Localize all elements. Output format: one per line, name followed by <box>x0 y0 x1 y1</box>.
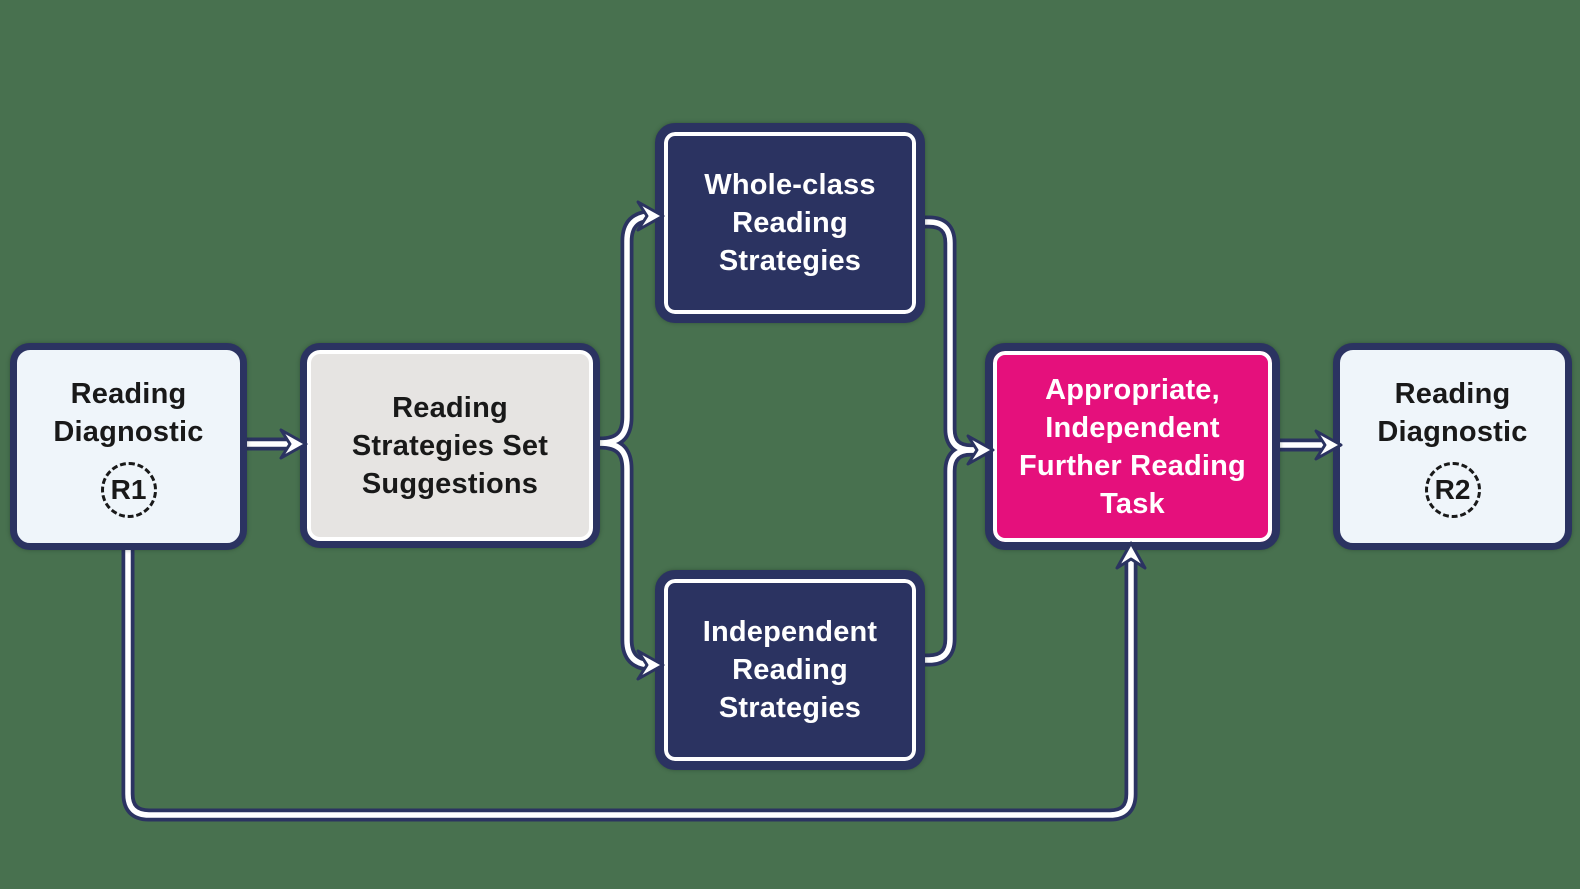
r1-badge: R1 <box>100 462 157 518</box>
connector-suggestions-to-independent <box>599 436 653 672</box>
node-reading-diagnostic-r2: Reading Diagnostic R2 <box>1333 343 1572 550</box>
label-line: Diagnostic <box>53 416 204 448</box>
label-line: Diagnostic <box>1377 416 1528 448</box>
label-line: Independent <box>702 616 878 648</box>
label-line: Reading <box>732 207 848 239</box>
node-label: Independent Reading Strategies <box>703 613 878 727</box>
node-label: Whole-class Reading Strategies <box>704 166 875 280</box>
connector-suggestions-to-whole-class <box>599 209 653 450</box>
connector-independent-to-task-core <box>925 447 984 663</box>
node-independent-reading-strategies: Independent Reading Strategies <box>655 570 925 770</box>
label-line: Strategies <box>718 692 862 724</box>
label-line: Appropriate, <box>1045 373 1220 406</box>
label-line: Reading <box>70 378 187 410</box>
label-line: Reading <box>1394 378 1511 410</box>
label-line: Task <box>1100 487 1165 520</box>
node-reading-strategies-set-suggestions: Reading Strategies Set Suggestions <box>300 343 600 548</box>
label-line: Strategies <box>718 245 862 277</box>
node-reading-diagnostic-r1: Reading Diagnostic R1 <box>10 343 247 550</box>
connector-suggestions-to-whole-class-core <box>599 213 653 446</box>
connector-whole-class-to-task <box>922 215 984 457</box>
label-line: Whole-class <box>704 169 876 201</box>
connector-whole-class-to-task-core <box>925 219 984 453</box>
label-line: Independent <box>1045 411 1220 444</box>
label-line: Suggestions <box>361 467 539 500</box>
label-line: Strategies Set <box>351 429 549 462</box>
label-line: Further Reading <box>1019 449 1246 482</box>
label-line: Reading <box>392 391 508 424</box>
connector-r1-feedback-to-task <box>121 550 1138 822</box>
label-line: Reading <box>732 654 848 686</box>
node-whole-class-reading-strategies: Whole-class Reading Strategies <box>655 123 925 323</box>
connector-independent-to-task <box>922 443 984 667</box>
node-label: Reading Strategies Set Suggestions <box>352 389 548 503</box>
connector-r1-feedback-to-task-core <box>125 550 1134 818</box>
node-label: Reading Diagnostic <box>53 375 203 451</box>
node-appropriate-independent-further-reading-task: Appropriate, Independent Further Reading… <box>985 343 1280 550</box>
r2-badge: R2 <box>1424 462 1481 518</box>
node-label: Reading Diagnostic <box>1377 375 1527 451</box>
node-label: Appropriate, Independent Further Reading… <box>1019 371 1246 523</box>
connector-suggestions-to-independent-core <box>599 440 653 668</box>
